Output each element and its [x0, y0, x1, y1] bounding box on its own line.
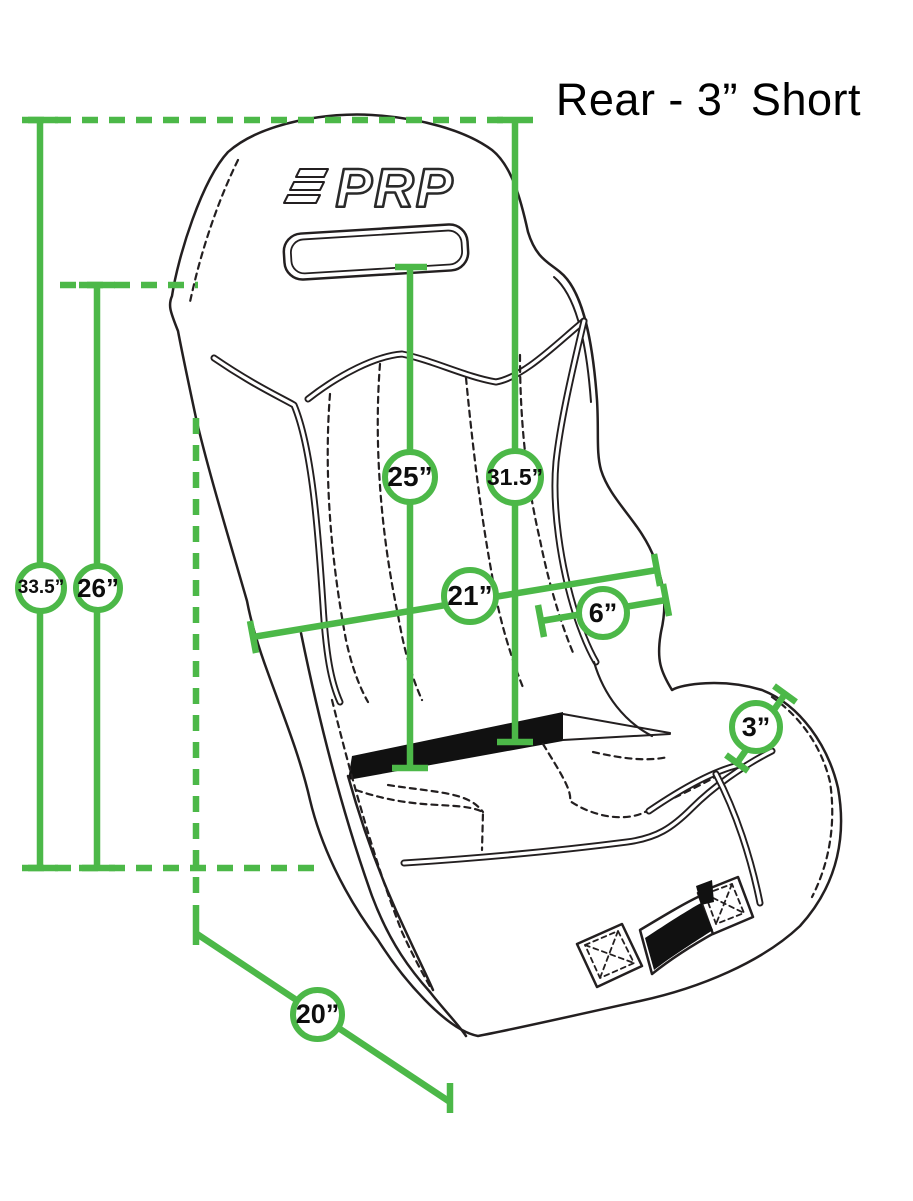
prp-logo-text: PRP — [335, 157, 454, 219]
seat-art: PRP — [168, 113, 843, 1038]
seat-crease-band — [348, 712, 563, 780]
dim-label-shoulder-height: 31.5” — [486, 463, 544, 490]
dim-circle-backrest-center: 25” — [382, 449, 438, 505]
dim-shoulder-height-line — [497, 120, 533, 746]
dim-label-seat-depth: 20” — [295, 999, 340, 1029]
dim-circle-rear-bolster: 3” — [729, 700, 783, 754]
dim-circle-seat-depth: 20” — [290, 987, 345, 1042]
page-title: Rear - 3” Short — [555, 74, 861, 125]
dim-label-bolster-width: 6” — [588, 597, 618, 628]
dim-label-backrest-center: 25” — [387, 461, 433, 492]
dim-label-interior-width: 21” — [447, 580, 493, 611]
dim-circle-interior-width: 21” — [441, 567, 499, 625]
dim-circle-overall-height: 33.5” — [15, 562, 67, 614]
mount-strap — [575, 875, 755, 989]
dim-circle-bolster-width: 6” — [576, 586, 630, 640]
prp-logo: PRP — [283, 156, 454, 220]
dim-circle-back-height: 26” — [73, 563, 123, 613]
dim-label-rear-bolster: 3” — [741, 711, 771, 742]
dim-circle-shoulder-height: 31.5” — [486, 448, 544, 506]
dim-backrest-center-line — [392, 263, 428, 772]
dim-overall-height-line — [22, 120, 58, 872]
harness-slot — [282, 223, 470, 281]
dim-label-back-height: 26” — [77, 572, 119, 603]
dim-label-overall-height: 33.5” — [17, 577, 65, 598]
